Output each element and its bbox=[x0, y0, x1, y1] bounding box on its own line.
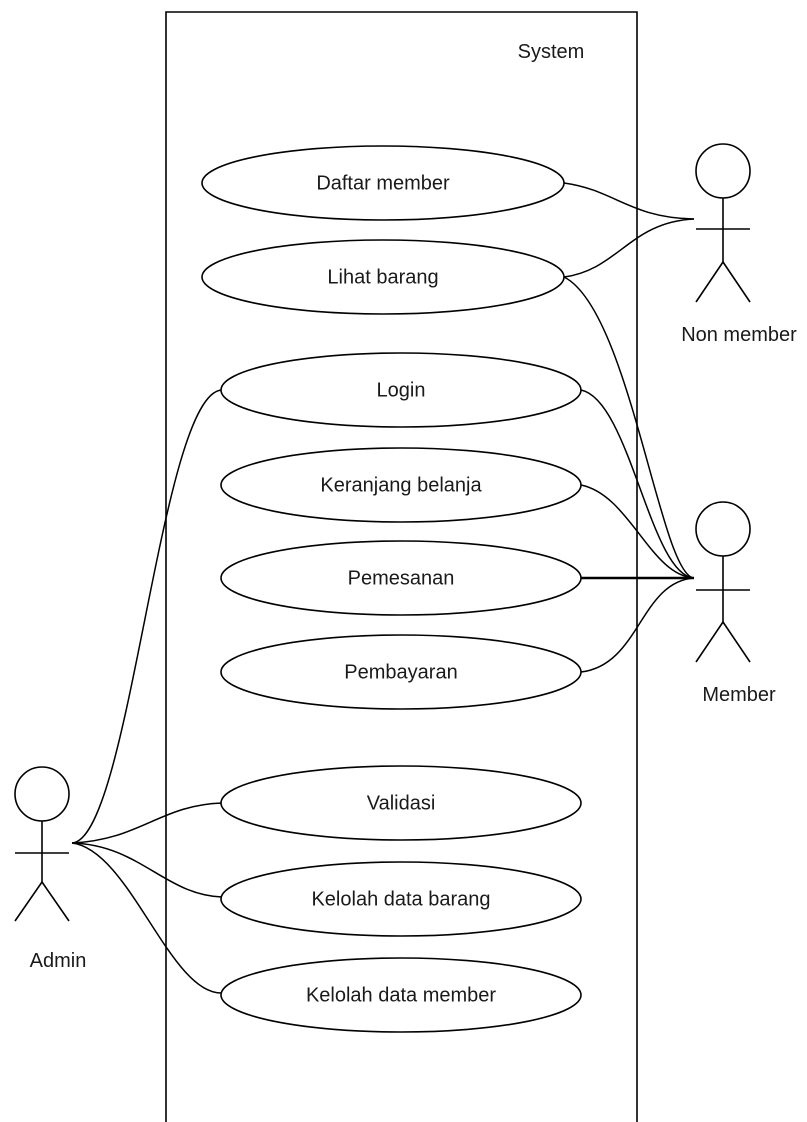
use-case-ellipse bbox=[220, 634, 582, 710]
actor-stick-figure-icon bbox=[695, 501, 751, 663]
use-case-label: Keranjang belanja bbox=[320, 474, 482, 496]
use-case-ellipse bbox=[220, 765, 582, 841]
actor-stick-figure-icon bbox=[695, 143, 751, 303]
association-admin-login bbox=[71, 389, 223, 844]
association-lihat-barang-non-member bbox=[563, 218, 695, 278]
association-admin-kelolah-member bbox=[71, 842, 223, 994]
use-case-label: Login bbox=[377, 379, 426, 401]
association-daftar-member-non-member bbox=[563, 182, 695, 220]
use-case-kelolah-data-member[interactable]: Kelolah data member bbox=[220, 957, 582, 1033]
use-case-label: Pembayaran bbox=[344, 661, 457, 683]
use-case-ellipse bbox=[220, 540, 582, 616]
use-case-ellipse bbox=[220, 861, 582, 937]
use-case-label: Pemesanan bbox=[348, 567, 455, 589]
use-case-pembayaran[interactable]: Pembayaran bbox=[220, 634, 582, 710]
use-case-ellipse bbox=[220, 957, 582, 1033]
use-case-label: Kelolah data member bbox=[306, 984, 496, 1006]
use-case-validasi[interactable]: Validasi bbox=[220, 765, 582, 841]
use-case-ellipse bbox=[201, 145, 565, 221]
associations bbox=[71, 182, 695, 994]
actor-label: Admin bbox=[30, 950, 87, 972]
use-case-label: Lihat barang bbox=[327, 266, 438, 288]
use-case-kelolah-data-barang[interactable]: Kelolah data barang bbox=[220, 861, 582, 937]
association-admin-validasi bbox=[71, 802, 223, 844]
actor-non-member[interactable]: Non member bbox=[681, 143, 797, 346]
use-case-lihat-barang[interactable]: Lihat barang bbox=[201, 239, 565, 315]
system-boundary: System bbox=[165, 11, 638, 1122]
actor-stick-figure-icon bbox=[14, 766, 70, 922]
association-login-member bbox=[580, 389, 695, 579]
actor-label: Member bbox=[702, 684, 776, 706]
use-case-daftar-member[interactable]: Daftar member bbox=[201, 145, 565, 221]
use-case-ellipse bbox=[220, 352, 582, 428]
use-case-label: Kelolah data barang bbox=[311, 888, 490, 910]
system-label: System bbox=[518, 41, 585, 63]
use-case-ellipse bbox=[201, 239, 565, 315]
use-case-keranjang-belanja[interactable]: Keranjang belanja bbox=[220, 447, 582, 523]
system-boundary-frame bbox=[165, 11, 638, 1122]
use-case-pemesanan[interactable]: Pemesanan bbox=[220, 540, 582, 616]
association-admin-kelolah-barang bbox=[71, 842, 223, 898]
use-case-login[interactable]: Login bbox=[220, 352, 582, 428]
use-case-label: Daftar member bbox=[316, 172, 450, 194]
association-lihat-barang-member bbox=[563, 276, 695, 579]
actor-admin[interactable]: Admin bbox=[14, 766, 87, 972]
use-case-label: Validasi bbox=[367, 792, 436, 814]
association-keranjang-member bbox=[580, 484, 695, 579]
association-pembayaran-member bbox=[580, 577, 695, 673]
actor-member[interactable]: Member bbox=[695, 501, 776, 706]
use-case-ellipse bbox=[220, 447, 582, 523]
actor-label: Non member bbox=[681, 324, 797, 346]
